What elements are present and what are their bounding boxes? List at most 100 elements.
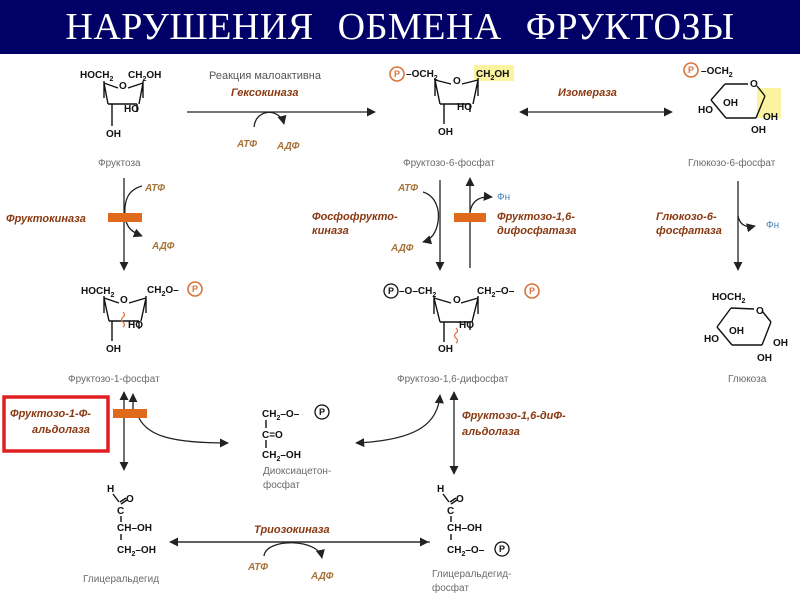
enzyme-g6pase-1: Глюкозо-6-	[656, 211, 717, 223]
svg-text:OH: OH	[763, 112, 778, 123]
svg-text:OH: OH	[757, 353, 772, 364]
svg-text:O: O	[453, 76, 461, 87]
block-bar-aldolase-b	[113, 409, 147, 418]
phosphate-icon	[187, 281, 203, 297]
svg-text:OH: OH	[106, 344, 121, 355]
enzyme-fbpase-2: дифосфатаза	[497, 225, 576, 237]
svg-text:O: O	[756, 306, 764, 317]
compound-fructose-1-6-diphosphate: Фруктозо-1,6-дифосфат	[397, 373, 509, 385]
svg-text:CH2–O–: CH2–O–	[447, 545, 485, 558]
svg-text:HOCH2: HOCH2	[81, 286, 114, 299]
enzyme-hexokinase: Гексокиназа	[231, 87, 299, 99]
svg-text:–O–CH2: –O–CH2	[399, 286, 436, 299]
svg-text:CH–OH: CH–OH	[117, 523, 152, 534]
enzyme-aldolase-b-1: Фруктозо-1-Ф-	[10, 408, 91, 420]
cofactor-adp: АДФ	[310, 571, 334, 582]
fructose-1-phosphate-structure: HOCH2 CH2O– P O HO OH	[81, 281, 203, 355]
svg-text:CH–OH: CH–OH	[447, 523, 482, 534]
svg-text:O: O	[126, 494, 134, 505]
chem-ch2oh: CH2OH	[128, 70, 161, 83]
svg-text:OH: OH	[751, 125, 766, 136]
enzyme-fructokinase: Фруктокиназа	[6, 213, 86, 225]
compound-glyceraldehyde: Глицеральдегид	[83, 574, 159, 585]
chem-ring-o: O	[119, 81, 127, 92]
cofactor-atp: АТФ	[236, 139, 257, 150]
arrow-pfk-cofactor	[422, 191, 440, 245]
svg-text:C: C	[117, 506, 124, 517]
compound-glucose: Глюкоза	[728, 374, 767, 385]
svg-text:C: C	[447, 506, 454, 517]
svg-text:P: P	[688, 65, 694, 75]
fructose-1-6-diphosphate-structure: P –O–CH2 CH2–O– P O HO OH	[383, 283, 540, 355]
svg-text:HO: HO	[128, 320, 143, 331]
svg-text:CH2–OH: CH2–OH	[117, 545, 156, 558]
compound-gap-2: фосфат	[432, 582, 469, 594]
phosphate-icon	[383, 283, 399, 299]
phosphate-icon	[314, 404, 330, 420]
highlight-oh	[757, 88, 781, 118]
page-title: НАРУШЕНИЯ ОБМЕНА ФРУКТОЗЫ	[65, 6, 735, 48]
svg-text:P: P	[319, 407, 325, 417]
cofactor-atp: АТФ	[397, 183, 418, 194]
phosphate-icon	[389, 66, 405, 82]
compound-dhap-2: фосфат	[263, 479, 300, 491]
svg-text:CH2–OH: CH2–OH	[262, 450, 301, 463]
cofactor-atp: АТФ	[144, 183, 165, 194]
svg-text:HO: HO	[698, 105, 713, 116]
enzyme-triokinase: Триозокиназа	[254, 524, 330, 536]
hexokinase-note: Реакция малоактивна	[209, 70, 322, 82]
compound-fructose-6-phosphate: Фруктозо-6-фосфат	[403, 157, 495, 169]
svg-text:OH: OH	[438, 344, 453, 355]
glyceraldehyde-phosphate-structure: H O C CH–OH CH2–O– P	[437, 484, 510, 558]
svg-text:O: O	[453, 295, 461, 306]
phosphate-icon	[683, 62, 699, 78]
svg-text:HO: HO	[457, 102, 472, 113]
svg-text:HOCH2: HOCH2	[712, 292, 745, 305]
compound-fructose-1-phosphate: Фруктозо-1-фосфат	[68, 373, 160, 385]
svg-text:P: P	[192, 284, 198, 294]
cofactor-pi: Фн	[766, 220, 779, 231]
compound-fructose: Фруктоза	[98, 158, 141, 169]
svg-text:CH2O–: CH2O–	[147, 285, 179, 298]
chem-ho: HO	[124, 104, 139, 115]
svg-text:OH: OH	[773, 338, 788, 349]
cofactor-adp: АДФ	[151, 241, 175, 252]
compound-dhap-1: Диоксиацетон-	[263, 466, 331, 477]
arrow-pi-release	[737, 215, 756, 233]
arrow-triokinase-cofactor	[263, 542, 325, 559]
enzyme-phosphofructokinase-2: киназа	[312, 225, 349, 237]
highlight-box-aldolase-b	[2, 395, 110, 453]
svg-text:HO: HO	[704, 334, 719, 345]
svg-text:P: P	[529, 286, 535, 296]
dhap-structure: CH2–O– P C=O CH2–OH	[262, 404, 330, 463]
svg-text:OH: OH	[729, 326, 744, 337]
cofactor-atp: АТФ	[247, 562, 268, 573]
cofactor-pi: Фн	[497, 192, 510, 203]
svg-text:P: P	[394, 69, 400, 79]
fructose-6-phosphate-structure: P –OCH2 CH2OH O HO OH	[389, 65, 514, 138]
enzyme-phosphofructokinase-1: Фосфофрукто-	[312, 211, 398, 223]
svg-text:O: O	[120, 295, 128, 306]
block-bar-fbpase	[454, 213, 486, 222]
fructose-structure: HOCH2 CH2OH O HO OH	[80, 70, 161, 140]
fructose-metabolism-diagram: HOCH2 CH2OH O HO OH Фруктоза Реакция мал…	[2, 62, 788, 594]
arrow-to-dhap-right	[355, 394, 444, 448]
svg-text:P: P	[499, 544, 505, 554]
svg-text:CH2–O–: CH2–O–	[262, 409, 300, 422]
svg-text:HO: HO	[459, 320, 474, 331]
block-bar-fructokinase	[108, 213, 142, 222]
svg-text:–OCH2: –OCH2	[701, 66, 733, 79]
glucose-6-phosphate-structure: P –OCH2 O HO OH OH OH	[683, 62, 781, 136]
arrow-fructokinase-cofactor	[124, 185, 143, 238]
svg-text:O: O	[456, 494, 464, 505]
svg-text:–OCH2: –OCH2	[406, 69, 438, 82]
svg-text:H: H	[437, 484, 444, 495]
cofactor-adp: АДФ	[276, 141, 300, 152]
enzyme-g6pase-2: фосфатаза	[656, 225, 722, 237]
chem-hoch2: HOCH2	[80, 70, 113, 83]
enzyme-aldolase-a-2: альдолаза	[462, 426, 520, 438]
svg-text:H: H	[107, 484, 114, 495]
arrow-to-dhap-left	[138, 417, 229, 448]
svg-text:P: P	[388, 286, 394, 296]
svg-text:C=O: C=O	[262, 430, 283, 441]
